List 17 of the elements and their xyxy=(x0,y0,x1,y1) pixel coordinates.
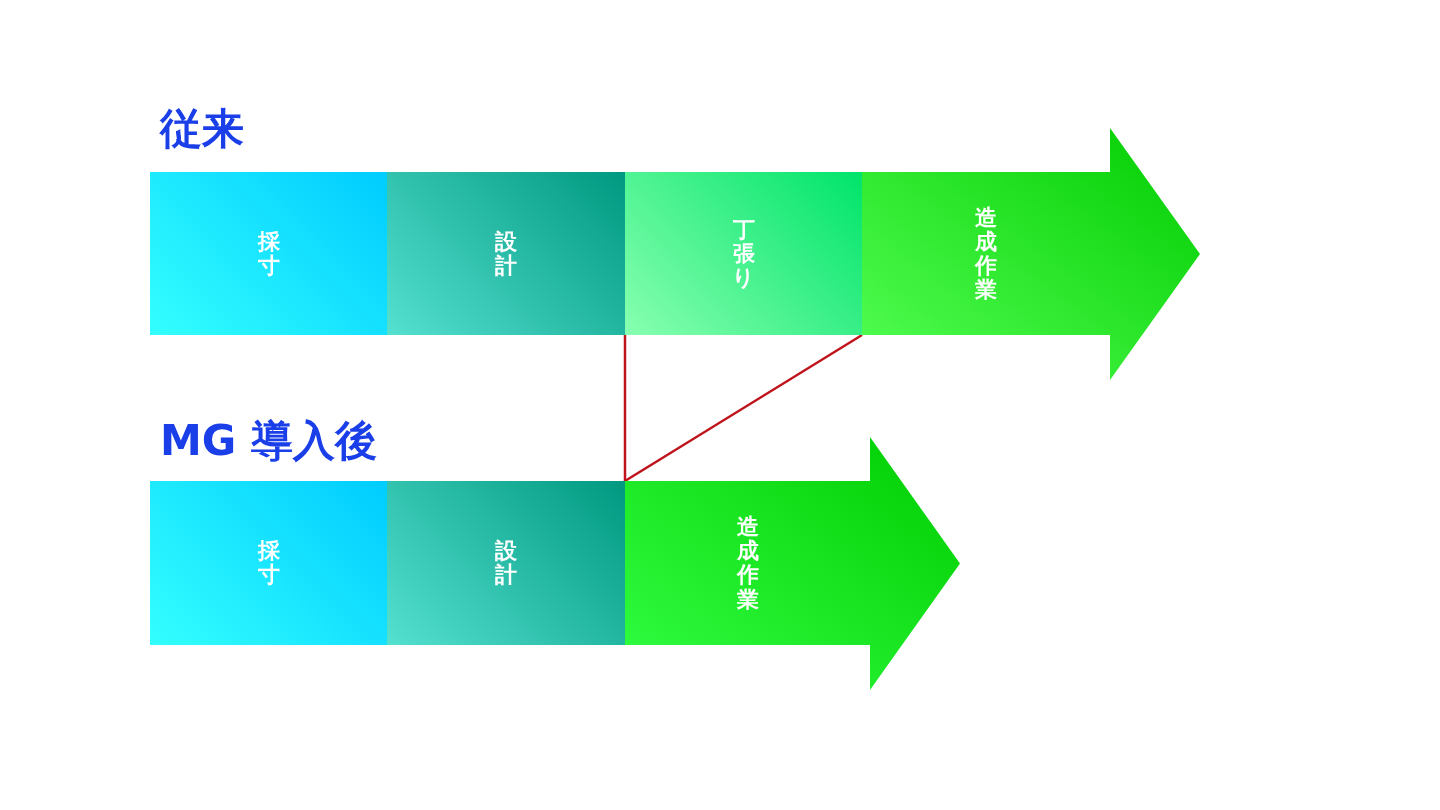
process-box xyxy=(387,172,625,335)
final-step-block xyxy=(862,128,1200,380)
step-label: 設計 xyxy=(494,538,518,588)
final-step-block xyxy=(625,437,960,690)
process-box xyxy=(625,172,862,335)
process-box xyxy=(387,481,625,645)
step-label: 採寸 xyxy=(256,538,281,588)
step-label: 造成作業 xyxy=(974,205,998,302)
step-label: 丁張り xyxy=(731,217,756,290)
step-label: 設計 xyxy=(494,229,518,278)
connector-line xyxy=(623,335,627,481)
step-label: 採寸 xyxy=(256,229,281,278)
section-heading: MG 導入後 xyxy=(160,420,377,462)
process-box xyxy=(150,481,387,645)
process-box xyxy=(150,172,387,335)
connector-line xyxy=(624,333,863,483)
step-label: 造成作業 xyxy=(735,514,760,612)
